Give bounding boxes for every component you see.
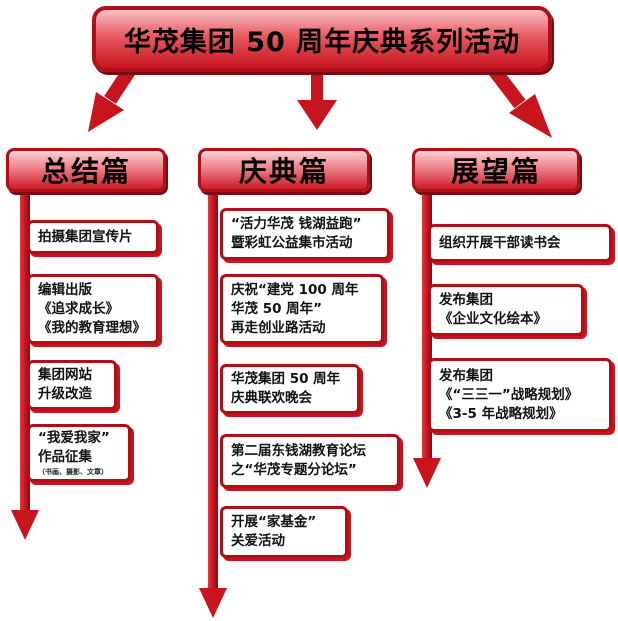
column-arrow-celebration [199,192,227,618]
item-line: 《3-5 年战略规划》 [439,405,563,422]
item-line: 之“华茂专题分论坛” [231,462,357,478]
arrow-to-summary [88,58,141,132]
header-celebration-label: 庆典篇 [238,155,329,188]
item-line: 《我的教育理想》 [38,319,146,336]
item-line: 《“三三一”战略规划》 [439,386,579,403]
item-line: 发布集团 [439,292,493,308]
item-founding-walk: 庆祝“建党 100 周年 华茂 50 周年” 再走创业路活动 [220,274,384,344]
arrow-to-outlook [482,57,552,138]
item-charity-run: “活力华茂 钱湖益跑” 暨彩虹公益集市活动 [220,208,390,260]
item-line: 第二届东钱湖教育论坛 [231,443,366,459]
item-line: 关爱活动 [231,533,285,549]
title-banner: 华茂集团 50 周年庆典系列活动 [92,6,552,72]
item-line: 升级改造 [38,386,92,402]
header-outlook-label: 展望篇 [450,155,541,188]
header-celebration: 庆典篇 [198,148,370,192]
item-line: 庆典联欢晚会 [231,390,312,406]
item-line: 华茂 50 周年” [231,300,323,317]
arrow-to-celebration [297,70,337,130]
header-summary: 总结篇 [6,148,166,192]
item-line: 拍摄集团宣传片 [38,228,133,245]
page-title: 华茂集团 50 周年庆典系列活动 [123,26,521,58]
item-works-collection: “我爱我家” 作品征集 （书画、摄影、文章） [27,424,131,482]
header-summary-label: 总结篇 [40,155,131,188]
item-line: 华茂集团 50 周年 [231,371,341,387]
column-arrow-outlook [413,192,441,488]
item-line: 再走创业路活动 [231,319,326,336]
item-line: 集团网站 [38,367,92,383]
column-arrow-summary [11,192,39,540]
item-line: 暨彩虹公益集市活动 [231,235,353,251]
item-line: 作品征集 [38,449,92,465]
item-line: 开展“家基金” [231,514,317,530]
item-promo-film: 拍摄集团宣传片 [27,220,159,254]
item-family-fund: 开展“家基金” 关爱活动 [220,506,348,558]
item-education-forum: 第二届东钱湖教育论坛 之“华茂专题分论坛” [220,434,400,488]
item-anniversary-gala: 华茂集团 50 周年 庆典联欢晚会 [220,364,360,414]
item-line: “我爱我家” [38,430,110,446]
item-strategy-plan: 发布集团 《“三三一”战略规划》 《3-5 年战略规划》 [428,358,612,432]
item-reading-club: 组织开展干部读书会 [428,224,612,262]
item-culture-book: 发布集团 《企业文化绘本》 [428,284,584,336]
item-note: （书画、摄影、文章） [38,468,108,476]
item-line: 组织开展干部读书会 [439,234,561,251]
header-outlook: 展望篇 [412,148,580,192]
item-line: 《追求成长》 [38,300,119,317]
item-line: 发布集团 [439,367,493,384]
item-line: 《企业文化绘本》 [439,311,547,327]
item-line: 编辑出版 [38,281,92,298]
item-website-upgrade: 集团网站 升级改造 [27,360,117,410]
item-line: 庆祝“建党 100 周年 [231,281,359,298]
item-publish-books: 编辑出版 《追求成长》 《我的教育理想》 [27,274,159,344]
item-line: “活力华茂 钱湖益跑” [231,216,362,232]
